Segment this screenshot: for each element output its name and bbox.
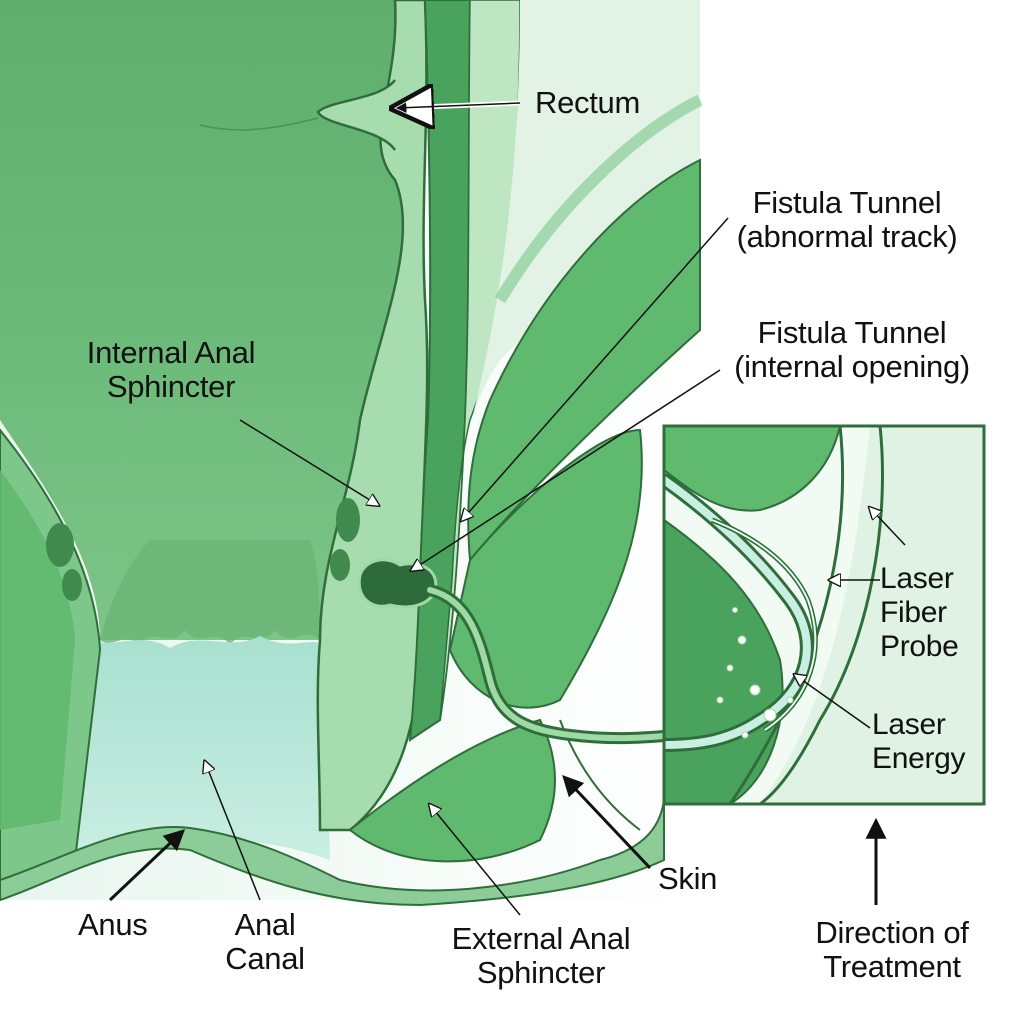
laser-treatment-inset [664, 426, 984, 804]
anal-canal-lumen [60, 636, 330, 860]
direction-of-treatment-label: Direction of Treatment [792, 916, 992, 984]
direction-line1: Direction of [815, 915, 969, 950]
laser-energy-line1: Laser [872, 708, 946, 741]
external-anal-sphincter-lower [348, 718, 556, 863]
right-tissue-pocket [336, 498, 360, 542]
laser-fiber-line2: Fiber [880, 596, 947, 629]
fistula-opening-pointer [412, 369, 721, 570]
internal-sphincter-line1: Internal Anal [86, 335, 256, 370]
fistula-tract-lumen [427, 587, 667, 742]
fistula-track-line2: (abnormal track) [736, 219, 958, 254]
levator-muscle [467, 158, 701, 563]
anal-canal-label: Anal Canal [210, 908, 320, 976]
left-tissue-pocket [46, 523, 74, 567]
inset-top-pointer [870, 508, 906, 546]
rectum-label-text: Rectum [535, 85, 641, 120]
rectum-label: Rectum [535, 86, 640, 120]
external-sphincter-pointer [430, 805, 521, 916]
fistula-track-pointer [462, 217, 729, 520]
internal-anal-sphincter-label: Internal Anal Sphincter [56, 336, 286, 404]
direction-line2: Treatment [823, 949, 961, 984]
inset-border [662, 424, 986, 806]
laser-energy-bubbles [716, 607, 794, 739]
fistula-opening-line2: (internal opening) [734, 349, 970, 384]
mucosal-folds [100, 540, 320, 645]
laser-fiber-line3: Probe [880, 630, 959, 663]
anal-canal-line2: Canal [225, 941, 305, 976]
fistula-tunnel-opening-label: Fistula Tunnel (internal opening) [712, 316, 992, 384]
right-tissue-pocket [330, 549, 350, 581]
left-tissue-pocket [62, 569, 82, 601]
skin-pointer [562, 774, 652, 870]
external-anal-sphincter-label: External Anal Sphincter [426, 922, 656, 990]
fistula-internal-opening [357, 558, 438, 609]
laser-energy-line2: Energy [872, 742, 966, 775]
levator-fibers [494, 94, 703, 304]
rectal-fold [316, 79, 397, 151]
skin-label: Skin [658, 862, 717, 896]
laser-fiber-line1: Laser [880, 562, 954, 595]
internal-anal-sphincter [316, 0, 429, 832]
external-sphincter-line1: External Anal [451, 921, 631, 956]
rectal-lumen [0, 0, 403, 640]
external-sphincter-line2: Sphincter [476, 955, 606, 990]
anal-canal-line1: Anal [234, 907, 296, 942]
internal-sphincter-line2: Sphincter [106, 369, 236, 404]
fistula-tunnel-track-label: Fistula Tunnel (abnormal track) [716, 186, 978, 254]
anus-pointer [108, 829, 186, 902]
anal-canal-pointer [205, 762, 261, 901]
laser-energy-pointer [795, 675, 871, 729]
skin-surface [0, 799, 665, 907]
rectal-fold-crease [199, 117, 319, 131]
fistula-track-line1: Fistula Tunnel [752, 185, 942, 220]
laser-fiber-probe-label: Laser Fiber Probe [880, 562, 959, 664]
outer-rectal-tissue [465, 0, 700, 450]
internal-sphincter-pointer [239, 419, 378, 505]
laser-energy-label: Laser Energy [872, 708, 966, 776]
rectum-pointer-stroke [395, 102, 521, 113]
pointer-arrows [108, 102, 906, 916]
skin-label-text: Skin [658, 861, 718, 896]
anus-label-text: Anus [78, 907, 148, 942]
left-sphincter-muscle [0, 470, 75, 830]
anus-label: Anus [78, 907, 148, 942]
fistula-opening-line1: Fistula Tunnel [757, 315, 947, 350]
